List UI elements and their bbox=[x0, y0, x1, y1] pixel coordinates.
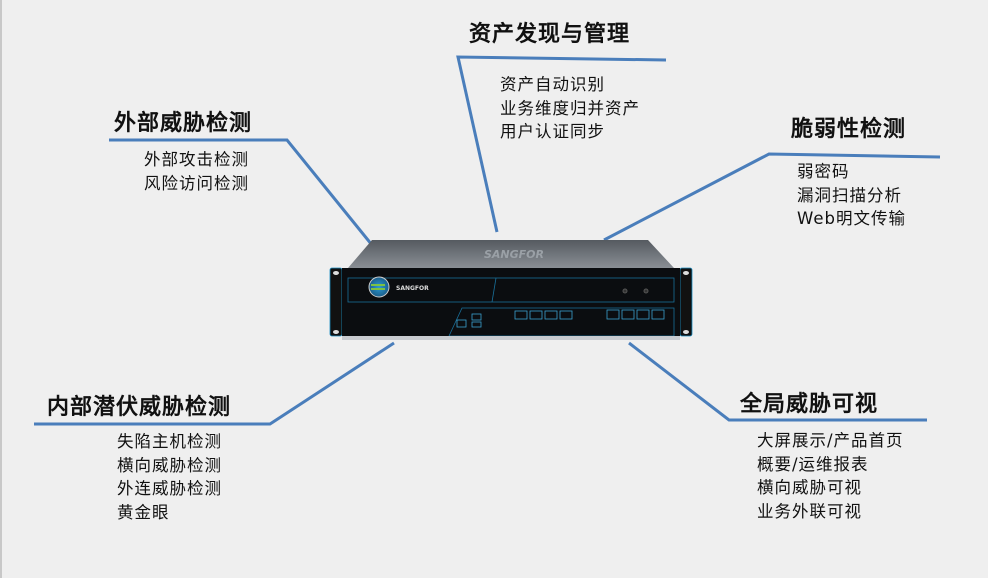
connector-visual bbox=[628, 341, 927, 422]
group-items-asset: 资产自动识别 业务维度归并资产 用户认证同步 bbox=[500, 73, 640, 144]
list-item: 概要/运维报表 bbox=[757, 454, 869, 474]
group-title-vuln: 脆弱性检测 bbox=[791, 116, 907, 142]
list-item: 资产自动识别 bbox=[500, 75, 605, 94]
rack-ear-right bbox=[679, 267, 693, 337]
list-item: 黄金眼 bbox=[117, 502, 170, 522]
group-items-vuln: 弱密码 漏洞扫描分析 Web明文传输 bbox=[797, 160, 906, 231]
connector-external bbox=[109, 138, 374, 246]
group-title-internal: 内部潜伏威胁检测 bbox=[47, 394, 232, 420]
device-top-label: SANGFOR bbox=[484, 248, 544, 261]
list-item: Web明文传输 bbox=[797, 209, 906, 228]
list-item: 业务维度归并资产 bbox=[500, 98, 640, 118]
sangfor-logo-icon bbox=[368, 276, 390, 298]
list-item: 漏洞扫描分析 bbox=[797, 185, 902, 205]
list-item: 大屏展示/产品首页 bbox=[757, 431, 904, 450]
group-title-visual: 全局威胁可视 bbox=[740, 391, 879, 417]
list-item: 业务外联可视 bbox=[757, 501, 862, 521]
list-item: 失陷主机检测 bbox=[117, 432, 222, 451]
device-brand: SANGFOR bbox=[396, 285, 429, 292]
group-title-external: 外部威胁检测 bbox=[114, 110, 253, 136]
rack-ear-left bbox=[329, 267, 343, 337]
connector-asset bbox=[456, 55, 667, 233]
group-items-internal: 失陷主机检测 横向威胁检测 外连威胁检测 黄金眼 bbox=[117, 430, 222, 524]
list-item: 外连威胁检测 bbox=[117, 479, 222, 498]
device-top bbox=[348, 240, 674, 268]
sangfor-appliance: SANGFOR SANGFOR bbox=[324, 236, 698, 348]
list-item: 横向威胁可视 bbox=[757, 478, 862, 497]
list-item: 风险访问检测 bbox=[144, 173, 249, 193]
list-item: 弱密码 bbox=[797, 162, 850, 181]
group-items-visual: 大屏展示/产品首页 概要/运维报表 横向威胁可视 业务外联可视 bbox=[757, 429, 904, 523]
group-title-asset: 资产发现与管理 bbox=[469, 21, 631, 47]
list-item: 外部攻击检测 bbox=[144, 150, 249, 169]
connector-vuln bbox=[603, 152, 941, 242]
group-items-external: 外部攻击检测 风险访问检测 bbox=[144, 148, 249, 195]
network-ports bbox=[456, 309, 665, 328]
list-item: 横向威胁检测 bbox=[117, 455, 222, 475]
list-item: 用户认证同步 bbox=[500, 122, 605, 141]
connector-internal bbox=[34, 341, 395, 426]
